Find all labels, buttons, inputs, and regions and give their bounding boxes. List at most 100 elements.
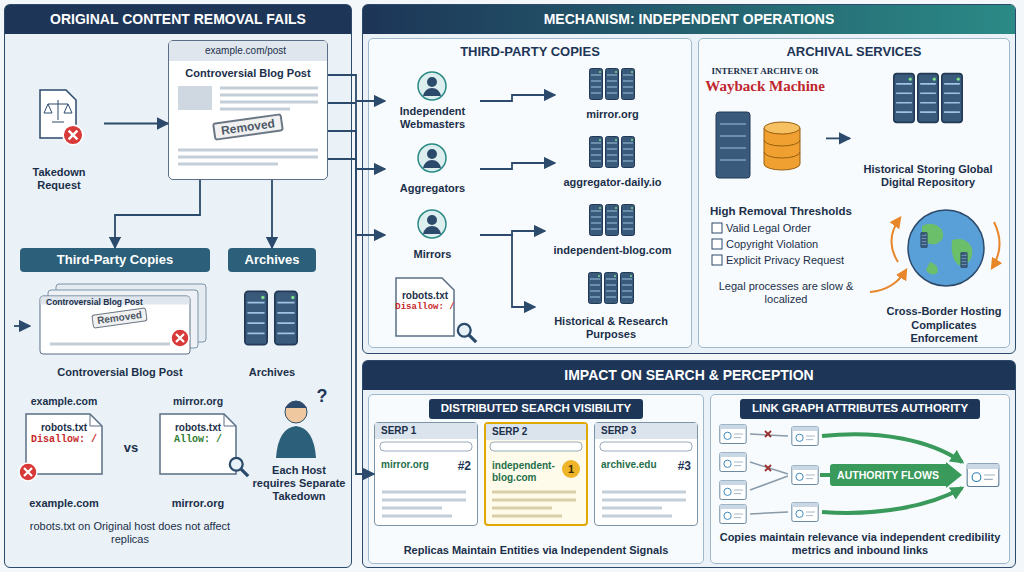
copies-stack	[50, 343, 170, 346]
node-text: Allow: /	[174, 434, 222, 446]
serp-content	[600, 442, 692, 451]
host-server: independent-blog.com	[545, 202, 680, 260]
server-stacks	[590, 205, 603, 236]
node-title: Archives	[249, 366, 295, 382]
node-title: ORIGINAL CONTENT REMOVAL FAILS	[5, 5, 351, 34]
node-text: #2	[458, 459, 471, 473]
node-title: SERP 3	[595, 423, 697, 439]
robots-file	[396, 278, 476, 342]
robots-file	[458, 324, 476, 342]
node-title: SERP 1	[375, 423, 477, 439]
flow-arrow	[271, 180, 273, 248]
flow-arrow	[826, 137, 850, 139]
node-title: Mirrors	[414, 248, 452, 264]
robots-file	[230, 458, 248, 476]
wayback-logo: INTERNET ARCHIVE ORWayback Machine	[704, 64, 826, 188]
robots-file	[90, 414, 102, 426]
node-title: IMPACT ON SEARCH & PERCEPTION	[363, 361, 1015, 390]
serp-content	[602, 492, 686, 516]
robots-file	[160, 414, 236, 474]
repository: Historical Storing Global Digital Reposi…	[850, 64, 1006, 192]
robots-file	[26, 414, 102, 474]
link-graph	[946, 462, 962, 488]
question-mark: ?	[312, 386, 332, 408]
serp-content	[380, 442, 472, 451]
serp-card: SERP 1mirror.org#2	[374, 422, 478, 526]
takedown-icon	[40, 90, 83, 145]
agent-icons	[418, 72, 446, 238]
confused-person	[285, 401, 307, 408]
browser-content	[175, 48, 318, 164]
serp-panel: DISTRIBUTED SEARCH VISIBILITYReplicas Ma…	[368, 394, 704, 564]
copies-stack	[48, 290, 198, 348]
agent-icons	[418, 144, 446, 172]
node-title: ARCHIVAL SERVICES	[699, 39, 1009, 63]
copies-stack	[40, 296, 190, 354]
archive-hardware	[764, 128, 800, 170]
serp-content	[492, 492, 576, 516]
robots-file	[224, 414, 236, 426]
confused-person	[285, 401, 307, 423]
node-title: Historical Storing Global Digital Reposi…	[850, 163, 1006, 192]
node-text: Copyright Violation	[704, 236, 874, 252]
flow-arrow	[328, 131, 385, 235]
vs-label: vs	[116, 440, 146, 456]
link-graph	[792, 502, 818, 521]
server-stacks	[606, 69, 619, 100]
node-title: mirror.org	[586, 108, 639, 124]
impact-panel: IMPACT ON SEARCH & PERCEPTION DISTRIBUTED…	[362, 360, 1016, 568]
node-text: robots.txt	[41, 422, 87, 434]
flow-arrow	[328, 103, 385, 169]
takedown-request: Takedown Request	[14, 85, 104, 195]
node-title: aggregator-daily.io	[563, 176, 661, 192]
link-graph	[792, 465, 818, 484]
archive-node: Archives	[228, 282, 316, 382]
node-text: example.com	[29, 497, 99, 513]
node-title: LINK GRAPH ATTRIBUTES AUTHORITY	[740, 399, 980, 419]
link-graph	[820, 473, 830, 477]
browser-content	[178, 86, 212, 110]
browser-content	[175, 48, 181, 54]
third-party-panel: THIRD-PARTY COPIESIndependent Webmasters…	[368, 38, 692, 348]
globe-node: Cross-Border Hosting Complicates Enforce…	[880, 198, 1008, 348]
archive-servers	[275, 291, 297, 344]
node-title: Cross-Border Hosting Complicates Enforce…	[880, 305, 1008, 348]
node-title: Third-Party Copies	[57, 252, 173, 268]
globe	[992, 222, 1000, 268]
link-graph	[750, 434, 788, 514]
server-stacks	[622, 69, 635, 100]
agent-icons	[418, 210, 446, 238]
copies-stack	[171, 329, 189, 347]
repository-servers	[894, 74, 962, 123]
archive-hardware	[720, 124, 746, 160]
link-graph	[720, 424, 999, 523]
node-text: #3	[678, 459, 691, 473]
authority-band: AUTHORITY FLOWS	[830, 464, 946, 486]
globe	[908, 210, 984, 286]
checkboxes	[712, 223, 722, 233]
archive-servers	[245, 291, 297, 344]
checkboxes	[712, 223, 722, 265]
repository-servers	[918, 74, 938, 123]
link-graph	[765, 431, 771, 471]
flow-arrow	[104, 123, 168, 125]
archive-servers	[245, 291, 267, 344]
link-graph	[720, 504, 746, 523]
actor: Aggregators	[385, 140, 480, 198]
node-title: THIRD-PARTY COPIES	[369, 39, 691, 63]
flow-arrow	[115, 180, 200, 248]
flow-arrow	[328, 75, 385, 101]
robots-mirror: mirror.orgrobots.txtAllow: /mirror.org	[148, 395, 248, 513]
node-title: MECHANISM: INDEPENDENT OPERATIONS	[363, 5, 1015, 34]
robots-file: robots.txtDisallow: /	[392, 276, 458, 338]
node-text: Controversial Blog Post	[169, 67, 327, 80]
copies-stack	[14, 325, 30, 327]
node-text: Disallow: /	[395, 302, 454, 313]
takedown-icon	[40, 90, 76, 138]
section-band: Archives	[228, 248, 316, 272]
robots-file	[396, 278, 454, 336]
serp-card: SERP 3archive.edu#3	[594, 422, 698, 526]
flow-arrow	[480, 163, 555, 169]
